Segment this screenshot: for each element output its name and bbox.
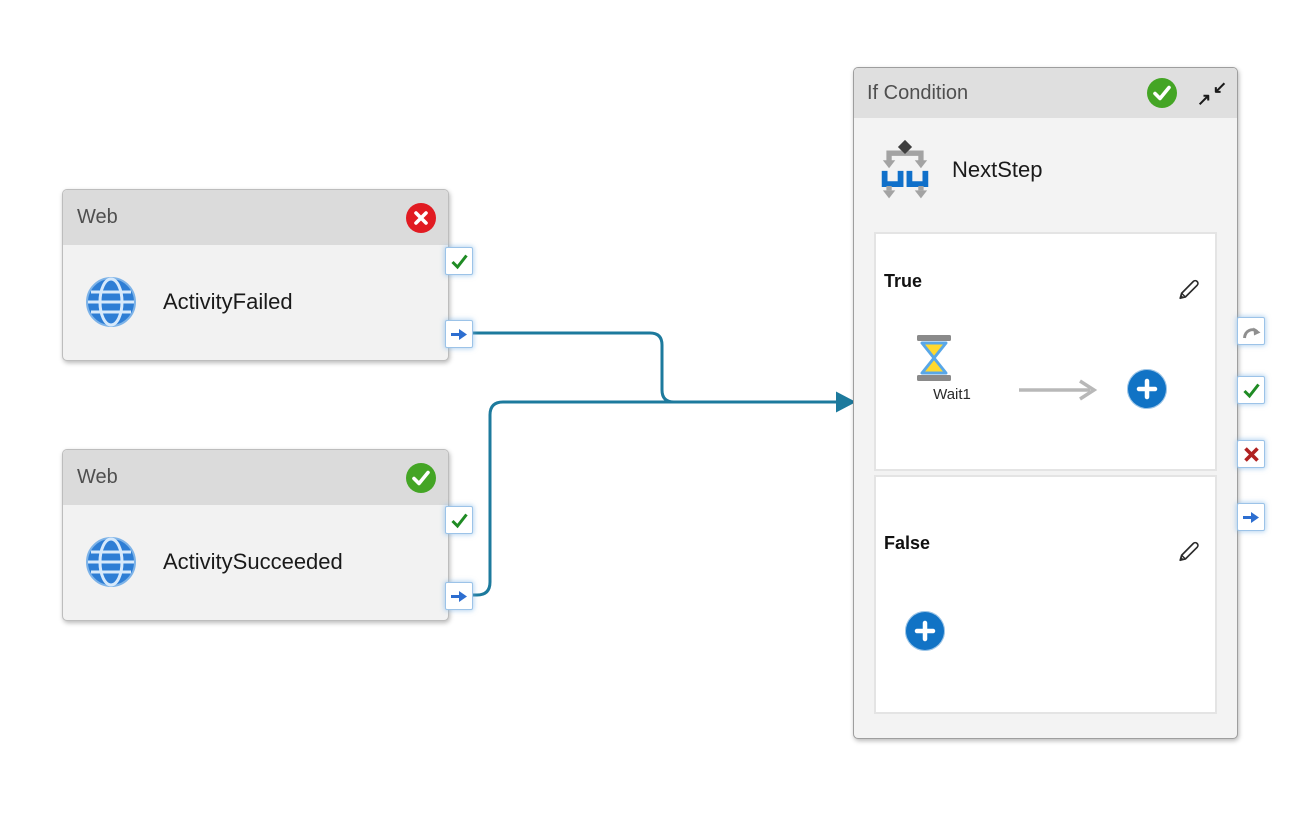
arrow-down-left-glyph: ↙ (1212, 77, 1227, 97)
activity-type-label: Web (77, 206, 118, 228)
arrow-up-right-glyph: ↗ (1197, 89, 1212, 109)
success-badge-icon (1147, 78, 1177, 108)
curved-arrow-icon (1242, 327, 1260, 338)
false-branch-panel: False (874, 475, 1217, 714)
if-condition-header: If Condition ↙ ↗ (854, 68, 1237, 118)
activity-type-label: If Condition (867, 81, 969, 104)
activity-node-web-failed[interactable]: Web ActivityFailed (62, 189, 449, 361)
activity-name: NextStep (952, 157, 1043, 182)
false-branch-label: False (884, 533, 931, 553)
if-condition-title-row: NextStep (876, 139, 1043, 201)
web-succeeded-body: ActivitySucceeded (63, 505, 448, 619)
wait-activity-name: Wait1 (933, 386, 971, 403)
check-icon (1242, 383, 1260, 398)
true-branch-panel: True Wait1 (874, 232, 1217, 471)
port-connector-output[interactable] (445, 582, 473, 610)
plus-icon (1136, 378, 1158, 400)
activity-name: ActivityFailed (163, 289, 293, 314)
next-activity-arrow-icon (1019, 379, 1098, 401)
web-failed-header: Web (63, 190, 448, 245)
port-success-output[interactable] (445, 506, 473, 534)
port-completion-output[interactable] (1237, 317, 1265, 345)
success-badge-icon (406, 462, 436, 493)
arrow-right-icon (1243, 511, 1259, 523)
activity-name: ActivitySucceeded (163, 549, 343, 574)
connector-activityfailed-to-ifcondition[interactable] (471, 331, 838, 404)
wait-activity[interactable]: Wait1 (916, 335, 988, 403)
web-failed-body: ActivityFailed (63, 245, 448, 359)
check-icon (450, 254, 468, 269)
port-success-output[interactable] (445, 247, 473, 275)
port-failure-output[interactable] (1237, 440, 1265, 468)
web-succeeded-header: Web (63, 450, 448, 505)
collapse-arrows-icon[interactable]: ↙ ↗ (1197, 77, 1227, 109)
add-activity-button[interactable] (1127, 369, 1167, 409)
port-success-output[interactable] (1237, 376, 1265, 404)
hourglass-icon (917, 335, 951, 381)
pencil-icon[interactable] (1175, 538, 1202, 565)
check-icon (450, 513, 468, 528)
plus-icon (914, 620, 936, 642)
connector-activitysucceeded-to-ifcondition[interactable] (471, 400, 700, 597)
add-activity-button[interactable] (905, 611, 945, 651)
port-connector-output[interactable] (445, 320, 473, 348)
arrow-right-icon (451, 590, 467, 602)
pencil-icon[interactable] (1175, 276, 1202, 303)
activity-type-label: Web (77, 466, 118, 488)
globe-icon (86, 537, 136, 587)
error-badge-icon (406, 202, 436, 233)
port-connector-output[interactable] (1237, 503, 1265, 531)
globe-icon (86, 277, 136, 327)
cross-icon (1243, 446, 1259, 462)
activity-node-if-condition[interactable]: If Condition ↙ ↗ (853, 67, 1238, 739)
activity-node-web-succeeded[interactable]: Web ActivitySucceeded (62, 449, 449, 621)
branch-diamond-icon (881, 139, 929, 199)
arrow-right-icon (451, 328, 467, 340)
true-branch-label: True (884, 271, 923, 291)
